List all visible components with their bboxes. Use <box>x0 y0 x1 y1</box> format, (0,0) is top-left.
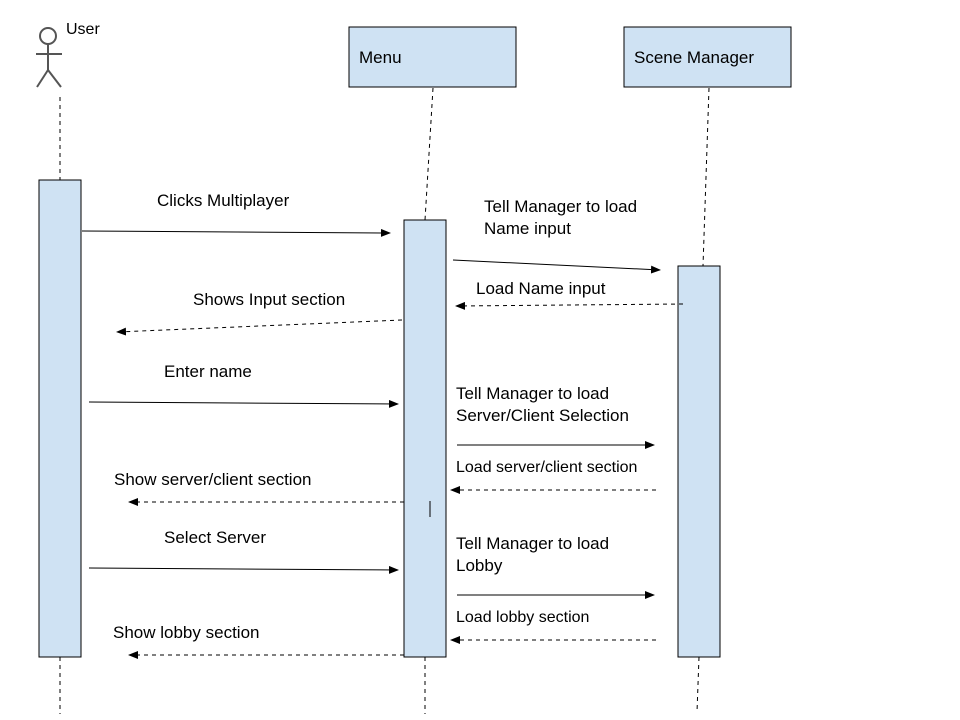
message-label: Tell Manager to load <box>456 534 610 553</box>
menu-activation-bar <box>403 219 447 658</box>
message-label: Load server/client section <box>456 459 638 476</box>
message-label: Clicks Multiplayer <box>157 191 290 210</box>
message-label: Shows Input section <box>193 290 346 309</box>
message-label: Server/Client Selection <box>456 406 629 425</box>
menu-header-label: Menu <box>359 48 402 67</box>
user-actor-icon <box>36 27 62 88</box>
scene-manager-activation-bar <box>677 265 721 658</box>
message-label: Show lobby section <box>113 623 260 642</box>
message-label: Load lobby section <box>456 609 590 626</box>
scene-manager-header-box <box>623 26 792 88</box>
arrow-clicks-multiplayer <box>81 228 391 237</box>
menu-header-box <box>348 26 517 88</box>
arrow-select-server <box>88 565 399 574</box>
message-label: Load Name input <box>476 279 606 298</box>
arrow-shows-input-section-return <box>116 319 403 336</box>
arrow-load-name-input-return <box>455 301 684 310</box>
scene-manager-lifeline <box>702 87 710 267</box>
actor-label: User <box>66 21 100 38</box>
message-label: Lobby <box>456 556 503 575</box>
arrow-enter-name <box>88 399 399 408</box>
scene-manager-lifeline-tail <box>696 656 700 713</box>
message-label: Name input <box>484 219 571 238</box>
menu-lifeline <box>424 87 434 221</box>
message-label: Show server/client section <box>114 470 312 489</box>
scene-manager-header-label: Scene Manager <box>634 48 755 67</box>
message-label: Tell Manager to load <box>484 197 638 216</box>
message-label: Select Server <box>164 528 267 547</box>
message-label: Tell Manager to load <box>456 384 610 403</box>
user-activation-bar <box>38 179 82 658</box>
arrow-tell-load-name-input <box>452 259 661 274</box>
message-label: Enter name <box>164 362 252 381</box>
